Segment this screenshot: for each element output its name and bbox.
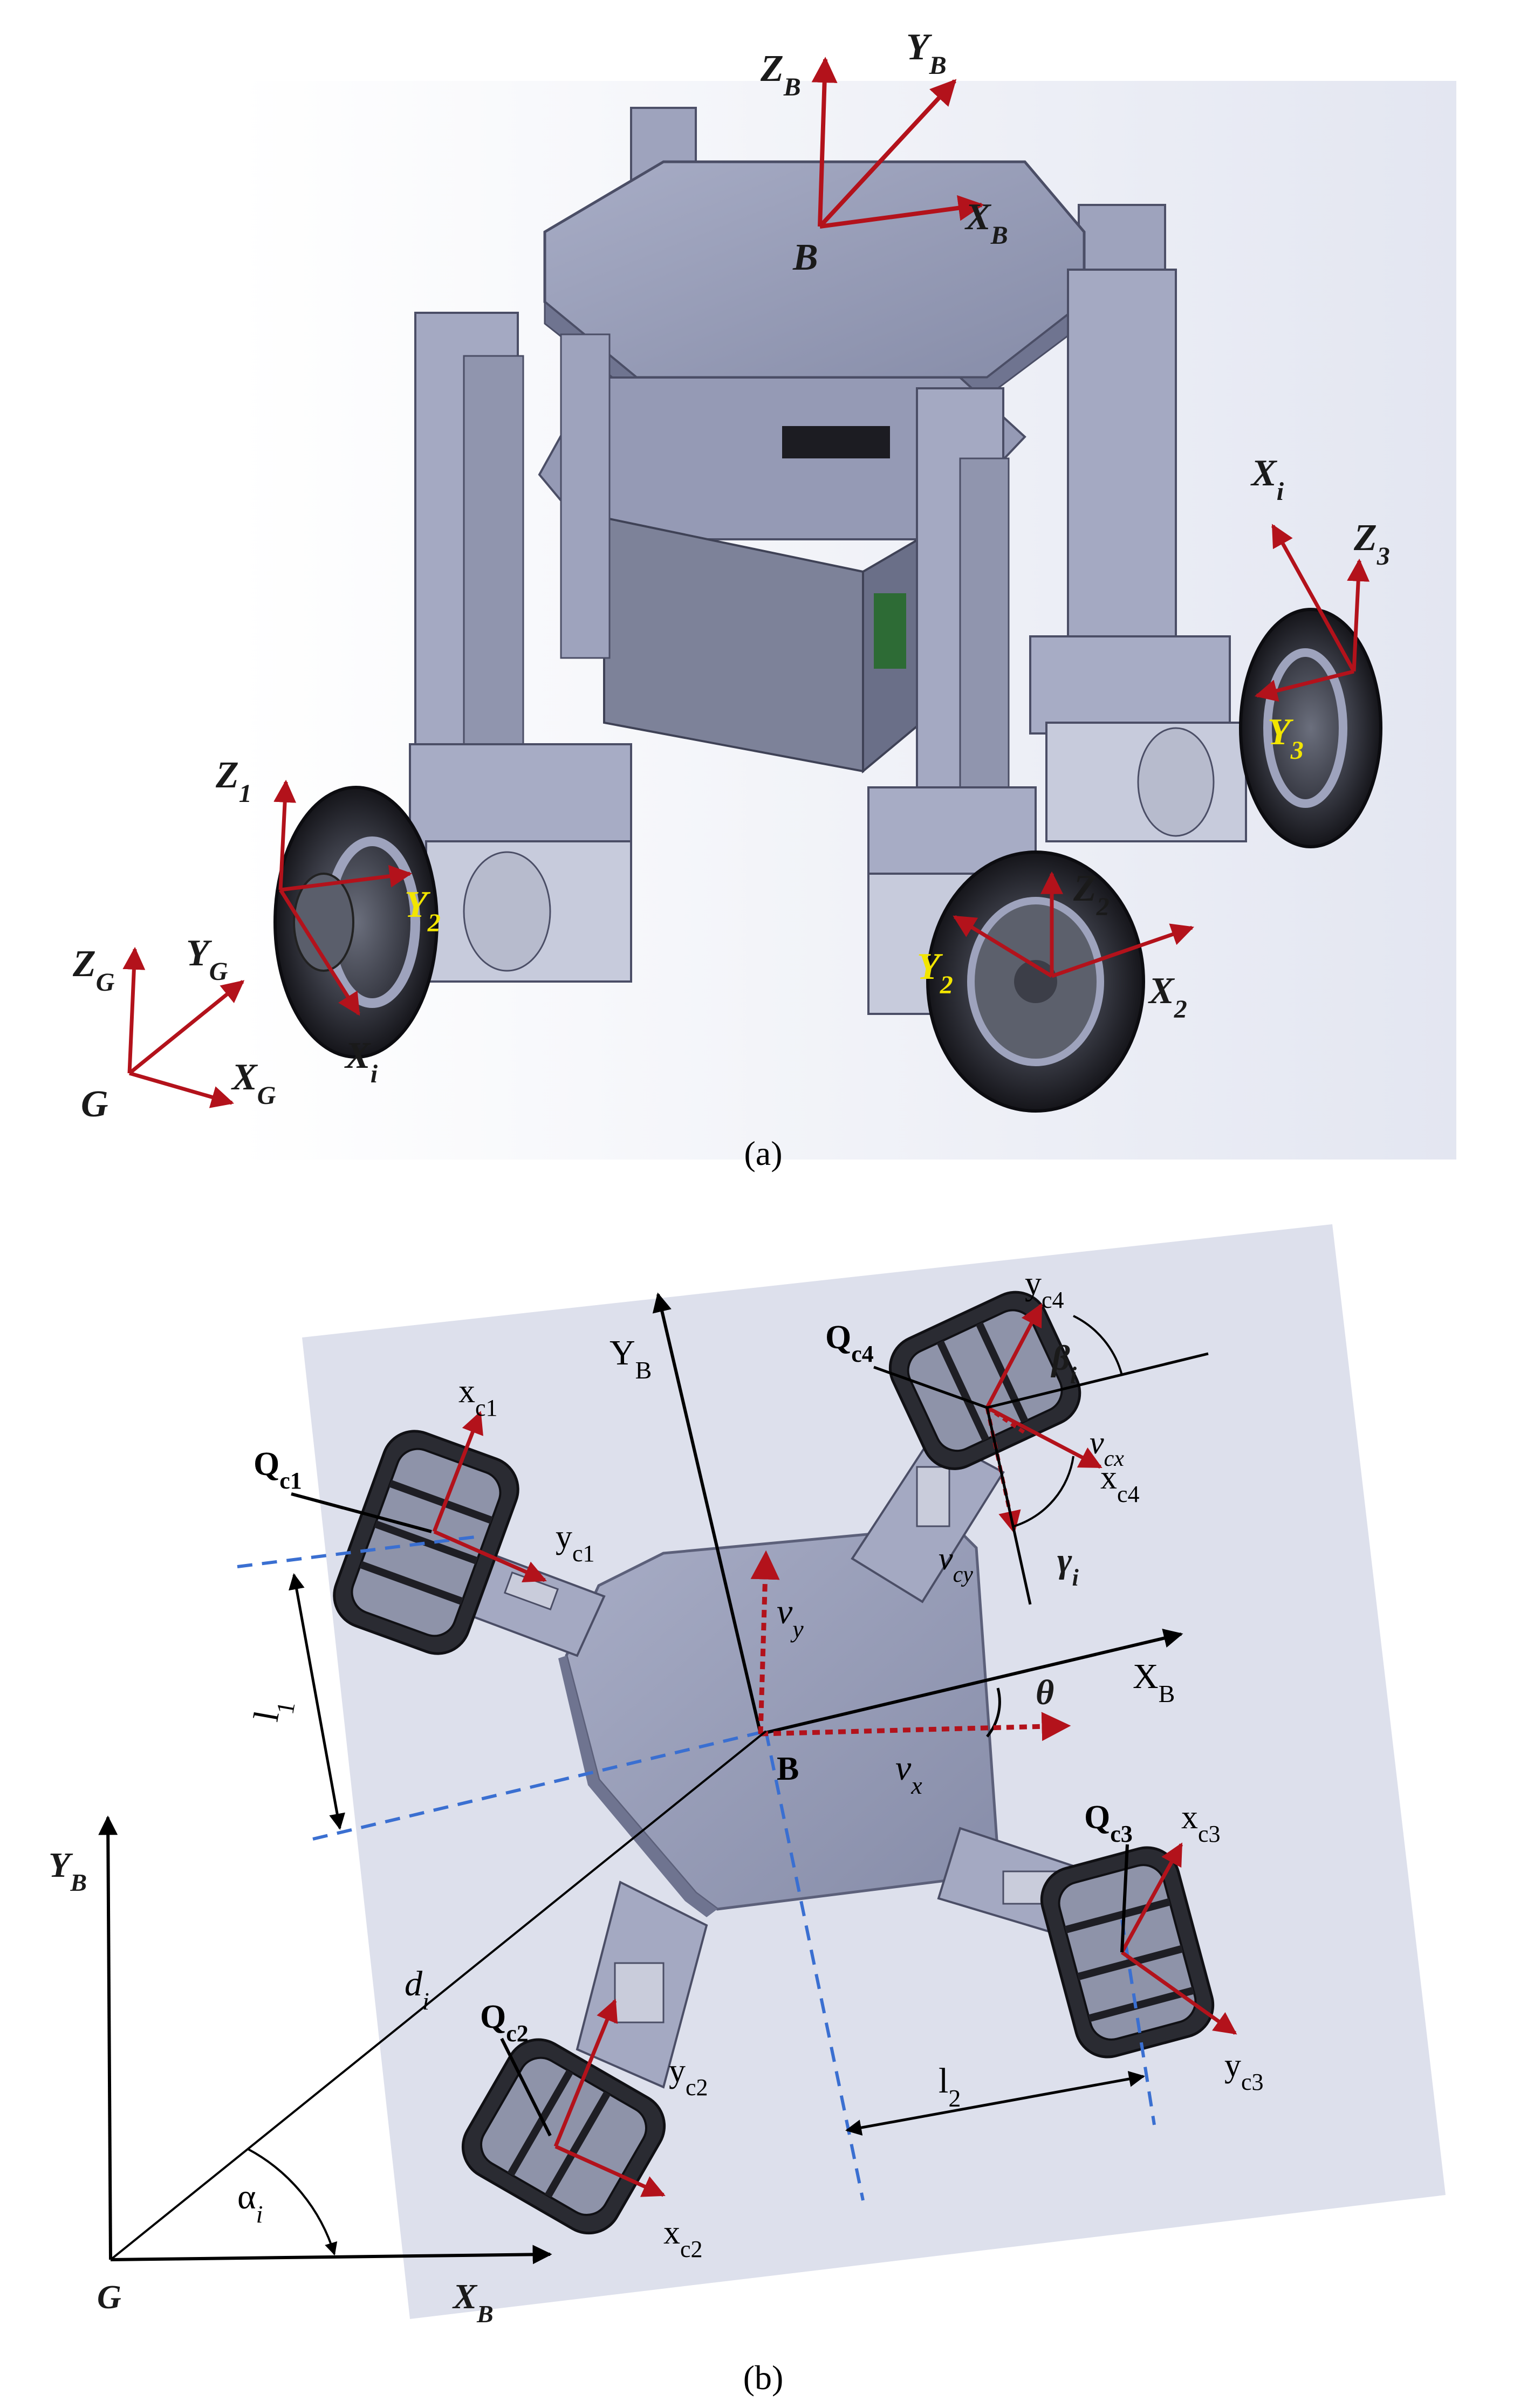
omni-wheel-c1 xyxy=(333,1430,519,1655)
omni-wheel-1 xyxy=(273,786,439,1059)
omni-wheel-2 xyxy=(926,850,1145,1113)
label-vcx: vcx xyxy=(1090,1425,1124,1471)
label-Xi-wheel3: Xi xyxy=(1250,452,1284,506)
label-Xi-wheel1: Xi xyxy=(344,1035,378,1088)
dimension-l2: l2 xyxy=(845,2061,1145,2136)
label-yc2: yc2 xyxy=(669,2053,708,2101)
caption-b: (b) xyxy=(743,2358,784,2397)
label-XG: XG xyxy=(231,1056,276,1110)
arm-c2 xyxy=(576,1881,708,2089)
wheel-c4-frame: yc4 xc4 Qc4 βi γi vcx vcy xyxy=(825,1265,1209,1605)
alpha-arc xyxy=(248,2148,338,2256)
wheel-c3-frame: xc3 yc3 Qc3 xyxy=(1084,1799,1264,2095)
label-Y2-wheel2: Y2 xyxy=(917,946,953,999)
label-YB-global: YB xyxy=(49,1846,87,1896)
robot-3d-model xyxy=(273,107,1382,1113)
label-Qc3: Qc3 xyxy=(1084,1799,1133,1847)
omni-wheel-c4 xyxy=(888,1291,1081,1470)
label-YB-body: YB xyxy=(610,1333,652,1384)
wheel-c2-frame: xc2 yc2 Qc2 xyxy=(480,1999,708,2262)
dimension-l1: l1 xyxy=(246,1573,345,1830)
label-di: di xyxy=(405,1964,429,2015)
label-X2: X2 xyxy=(1148,970,1187,1024)
label-Y3: Y3 xyxy=(1268,711,1304,765)
label-theta: θ xyxy=(1036,1673,1054,1712)
label-l2: l2 xyxy=(939,2061,961,2112)
base-frame-b-axes: YB XB B θ xyxy=(610,1292,1183,1787)
label-yc1: yc1 xyxy=(556,1519,595,1567)
arm-c4 xyxy=(851,1433,1005,1603)
body-velocity-arrows: vy vx xyxy=(750,1550,1071,1799)
label-gamma: γi xyxy=(1057,1541,1079,1591)
wheel1-frame-axes: Z1 Y2 Xi xyxy=(215,754,441,1088)
motor-block-1 xyxy=(409,743,632,983)
label-vx: vx xyxy=(895,1748,922,1799)
label-beta: βi xyxy=(1050,1339,1077,1389)
label-ZB: ZB xyxy=(760,48,801,101)
label-yc3: yc3 xyxy=(1224,2047,1264,2095)
label-Qc1: Qc1 xyxy=(254,1446,302,1494)
omni-wheel-3 xyxy=(1239,608,1382,848)
label-G-origin: G xyxy=(81,1083,108,1125)
label-Y2-wheel1: Y2 xyxy=(405,884,441,937)
omni-wheel-c2 xyxy=(461,2038,666,2235)
caption-a: (a) xyxy=(744,1134,782,1172)
label-l1: l1 xyxy=(246,1696,300,1726)
label-ZG: ZG xyxy=(72,943,115,997)
wheel-c1-frame: xc1 yc1 Qc1 xyxy=(254,1373,595,1583)
panel-a: ZB YB XB B ZG YG XG G Z1 Y2 Xi xyxy=(72,26,1456,1172)
circuit-board xyxy=(874,593,906,669)
panel-b: YB XB B θ vy vx xc1 yc1 Qc1 xyxy=(49,1224,1446,2397)
label-XB-global: XB xyxy=(452,2277,494,2328)
label-YB: YB xyxy=(906,26,947,80)
label-alpha: αi xyxy=(237,2177,263,2228)
wheel3-frame-axes: Z3 Xi Y3 xyxy=(1250,452,1390,765)
label-YG: YG xyxy=(186,932,228,986)
label-yc4: yc4 xyxy=(1025,1265,1064,1313)
label-Z3: Z3 xyxy=(1353,517,1390,571)
label-xc3: xc3 xyxy=(1181,1799,1221,1847)
label-xc4: xc4 xyxy=(1100,1459,1140,1507)
label-Z1: Z1 xyxy=(215,754,252,808)
label-XB: XB xyxy=(964,196,1008,250)
theta-arc xyxy=(986,1687,1001,1738)
motor-block-3 xyxy=(1029,635,1247,842)
label-xc1: xc1 xyxy=(458,1373,498,1421)
label-xc2: xc2 xyxy=(663,2214,703,2262)
label-Qc2: Qc2 xyxy=(480,1999,529,2047)
battery-pack xyxy=(782,426,890,458)
label-vcy: vcy xyxy=(939,1541,973,1587)
global-frame-g: YB XB G di αi xyxy=(49,1730,767,2328)
ground-frame-axes: ZG YG XG G xyxy=(72,932,276,1125)
label-Qc4: Qc4 xyxy=(825,1319,874,1367)
label-B-origin-b: B xyxy=(777,1751,799,1787)
label-XB-body: XB xyxy=(1133,1657,1175,1707)
label-G-global: G xyxy=(97,2279,121,2316)
label-Z2: Z2 xyxy=(1073,868,1110,921)
label-B-origin: B xyxy=(792,237,818,278)
beta-arc xyxy=(1073,1315,1123,1376)
wheel2-frame-axes: Z2 Y2 X2 xyxy=(917,868,1194,1024)
base-frame-axes: ZB YB XB B xyxy=(760,26,1008,278)
gamma-arc xyxy=(1014,1456,1074,1527)
label-vy: vy xyxy=(777,1592,804,1643)
